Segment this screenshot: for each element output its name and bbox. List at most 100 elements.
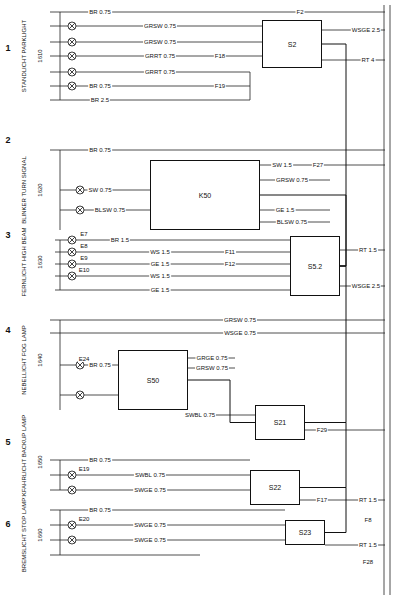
wire-label: WSGE 2.5	[351, 283, 381, 289]
wire-label: F28	[362, 559, 374, 565]
lamp-symbol	[68, 38, 76, 46]
wire-label: F2	[295, 9, 304, 15]
circuit-title: BREMSLICHT STOP LAMP	[21, 497, 27, 573]
wire	[390, 5, 391, 595]
wire-label: SWBL 0.75	[184, 412, 216, 418]
wire-label: BR 2.5	[90, 97, 110, 103]
wire-label: GRRT 0.75	[144, 53, 176, 59]
wire-label: F29	[316, 427, 328, 433]
wire	[50, 555, 200, 556]
circuit-title: STANDLICHT PARKLIGHT	[21, 19, 27, 93]
wire-label: WSGE 0.75	[223, 330, 257, 336]
wire	[55, 240, 290, 241]
lamp-symbol	[68, 471, 76, 479]
wire-label: GRRT 0.75	[144, 69, 176, 75]
relay-box: S22	[250, 470, 300, 505]
circuit-title: RÜCKFAHRLICHT BACKUP LAMP	[21, 414, 27, 510]
lamp-symbol	[76, 186, 84, 194]
wire-label: BR 0.75	[88, 9, 112, 15]
wire-label: E20	[78, 516, 91, 522]
component-name: S5.2	[307, 263, 323, 270]
wire	[50, 540, 285, 541]
component-name: K50	[198, 192, 212, 199]
wire	[250, 72, 251, 100]
wire-label: GRSW 0.75	[143, 23, 177, 29]
wire-label: SWGE 0.75	[133, 522, 167, 528]
circuit-title: 1640	[37, 352, 43, 367]
component-name: S21	[273, 419, 287, 426]
wire	[50, 320, 385, 321]
lamp-symbol	[68, 536, 76, 544]
wire-label: GE 1.5	[150, 261, 171, 267]
wire-label: F11	[224, 249, 236, 255]
wire-label: E10	[78, 267, 91, 273]
wire-label: F8	[363, 517, 372, 523]
component-name: S50	[146, 377, 160, 384]
circuit-title: 1610	[37, 48, 43, 63]
relay-box: K50	[150, 160, 260, 230]
wire-label: WS 1.5	[149, 249, 171, 255]
wire-label: WSGE 2.5	[351, 27, 381, 33]
wire-label: E7	[79, 231, 88, 237]
wire-label: GE 1.5	[275, 207, 296, 213]
relay-box: S23	[285, 520, 325, 545]
wire	[60, 510, 61, 555]
wire	[50, 525, 285, 526]
wire-label: GRSW 0.75	[143, 39, 177, 45]
lamp-symbol	[76, 206, 84, 214]
circuit-title: 1660	[37, 527, 43, 542]
wire-label: WS 1.5	[149, 273, 171, 279]
lamp-symbol	[76, 361, 84, 369]
lamp-symbol	[68, 260, 76, 268]
wire-label: F27	[312, 162, 324, 168]
circuit-title: FERNLICHT HIGH BEAM	[21, 227, 27, 298]
wire-label: E19	[78, 466, 91, 472]
wire-label: BLSW 0.75	[94, 207, 126, 213]
wire-label: BR 0.75	[88, 147, 112, 153]
row-number: 5	[4, 438, 11, 447]
wire-label: BR 0.75	[88, 362, 112, 368]
wire-label: GE 1.5	[150, 287, 171, 293]
circuit-title: 1620	[37, 182, 43, 197]
wire	[55, 276, 290, 277]
row-number: 4	[4, 326, 11, 335]
wire-label: SWBL 0.75	[134, 472, 166, 478]
wire-label: BR 0.75	[88, 507, 112, 513]
wire-label: RT 1.5	[358, 497, 378, 503]
wire-label: F17	[316, 497, 328, 503]
wire-label: GRSW 0.75	[275, 177, 309, 183]
wire-label: F19	[214, 83, 226, 89]
wire-connector	[322, 44, 346, 266]
wire-label: RT 4	[361, 57, 376, 63]
lamp-symbol	[68, 52, 76, 60]
wire	[60, 395, 118, 396]
wire-label: BR 0.75	[88, 457, 112, 463]
wire-label: SW 0.75	[87, 187, 112, 193]
wire	[384, 5, 385, 595]
wire-label: GRSW 0.75	[223, 317, 257, 323]
row-number: 6	[4, 520, 11, 529]
wire-label: SWGE 0.75	[133, 537, 167, 543]
wire	[322, 60, 385, 61]
row-number: 3	[4, 231, 11, 240]
lamp-symbol	[68, 272, 76, 280]
wire-label: F18	[214, 53, 226, 59]
wire-label: RT 1.5	[358, 247, 378, 253]
circuit-title: 1630	[37, 254, 43, 269]
component-name: S22	[268, 484, 282, 491]
wire	[50, 333, 385, 334]
wire-label: E9	[79, 255, 88, 261]
wire	[50, 460, 250, 461]
wire-label: F12	[224, 261, 236, 267]
lamp-symbol	[68, 486, 76, 494]
circuit-title: BLINKER TURN SIGNAL	[21, 155, 27, 225]
wire-label: SWGE 0.75	[133, 487, 167, 493]
relay-box: S5.2	[290, 236, 340, 296]
row-number: 1	[4, 44, 11, 53]
wire-label: BR 0.75	[88, 83, 112, 89]
component-name: S23	[298, 529, 312, 536]
wire-label: SW 1.5	[271, 162, 293, 168]
lamp-symbol	[68, 22, 76, 30]
